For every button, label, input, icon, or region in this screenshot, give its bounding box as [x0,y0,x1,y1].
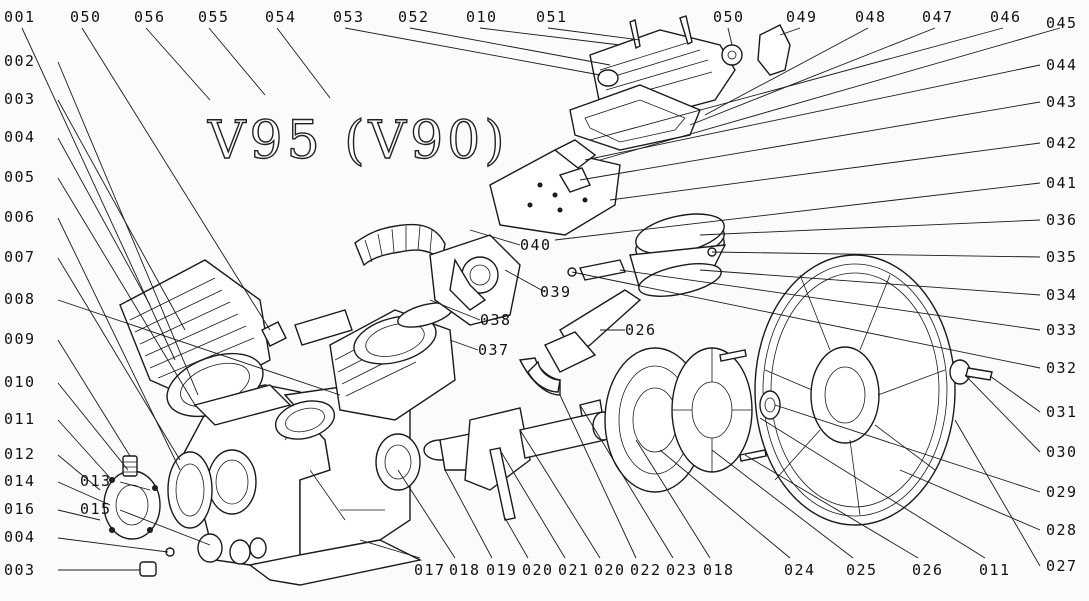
part-label: 033 [1046,321,1078,339]
part-label: 036 [1046,211,1078,229]
part-label: 055 [198,8,230,26]
crankshaft [423,407,614,521]
part-label: 021 [558,561,590,579]
part-label: 014 [4,472,36,490]
part-label: 031 [1046,403,1078,421]
part-label: 005 [4,168,36,186]
part-label: 003 [4,90,36,108]
part-label: 015 [80,500,112,518]
left-labels: 002 003 004 005 006 007 008 009 010 011 … [4,52,112,579]
right-cylinder [329,302,456,421]
part-label: 050 [713,8,745,26]
part-label: 003 [4,561,36,579]
part-label: 020 [594,561,626,579]
head-gasket [569,84,701,151]
part-label: 023 [666,561,698,579]
part-label: 006 [4,208,36,226]
part-label: 018 [703,561,735,579]
leader-lines [21,27,1061,571]
part-label: 026 [625,321,657,339]
part-label: 026 [912,561,944,579]
bearing-shell [527,360,561,393]
part-label: 052 [398,8,430,26]
hub-washer [759,390,781,420]
part-label: 041 [1046,174,1078,192]
part-label: 038 [480,311,512,329]
right-labels: 044 043 042 041 036 035 034 033 032 031 … [1046,56,1078,575]
piston-assembly [629,213,727,297]
part-label: 007 [4,248,36,266]
part-label: 010 [466,8,498,26]
part-label: 012 [4,445,36,463]
part-label: 004 [4,128,36,146]
part-label: 025 [846,561,878,579]
outlet-flange [429,234,521,326]
model-title: V95 (V90) [207,111,509,171]
part-label: 004 [4,528,36,546]
part-label: 035 [1046,248,1078,266]
part-label: 002 [4,52,36,70]
bearing-left [375,433,421,491]
fan-hub [671,347,753,473]
part-label: 034 [1046,286,1078,304]
part-label: 050 [70,8,102,26]
gasket-plate [167,451,213,529]
part-label: 044 [1046,56,1078,74]
part-label: 047 [922,8,954,26]
part-label: 022 [630,561,662,579]
part-label: 043 [1046,93,1078,111]
bottom-labels: 017 018 019 020 021 020 022 023 018 024 … [414,561,1011,579]
part-label: 016 [4,500,36,518]
drain-fittings [139,533,267,577]
part-label: 010 [4,373,36,391]
crankcase [174,379,423,586]
part-label: 032 [1046,359,1078,377]
part-label: 049 [786,8,818,26]
part-label: 048 [855,8,887,26]
part-label: 024 [784,561,816,579]
part-label: 030 [1046,443,1078,461]
top-labels: 001 050 056 055 054 053 052 010 051 050 … [4,8,1078,32]
part-label: 042 [1046,134,1078,152]
flywheel-bolt [949,359,993,385]
part-label: 011 [979,561,1011,579]
part-label: 037 [478,341,510,359]
part-label: 045 [1046,14,1078,32]
part-label: 028 [1046,521,1078,539]
part-label: 008 [4,290,36,308]
part-label: 053 [333,8,365,26]
bolts [579,349,767,462]
part-label: 017 [414,561,446,579]
part-label: 039 [540,283,572,301]
part-label: 054 [265,8,297,26]
part-label: 029 [1046,483,1078,501]
part-label: 019 [486,561,518,579]
part-label: 011 [4,410,36,428]
mid-labels: 040 039 038 037 026 [478,236,657,359]
part-label: 051 [536,8,568,26]
intake-valve [721,24,791,76]
part-label: 018 [449,561,481,579]
left-cylinder [119,259,292,426]
part-label: 020 [522,561,554,579]
part-label: 009 [4,330,36,348]
valve-plate [489,139,621,236]
part-label: 027 [1046,557,1078,575]
part-label: 056 [134,8,166,26]
part-label: 040 [520,236,552,254]
flywheel [754,254,956,526]
part-label: 001 [4,8,36,26]
end-cover [103,470,161,540]
wrist-pin [567,259,626,281]
part-label: 046 [990,8,1022,26]
part-label: 013 [80,472,112,490]
